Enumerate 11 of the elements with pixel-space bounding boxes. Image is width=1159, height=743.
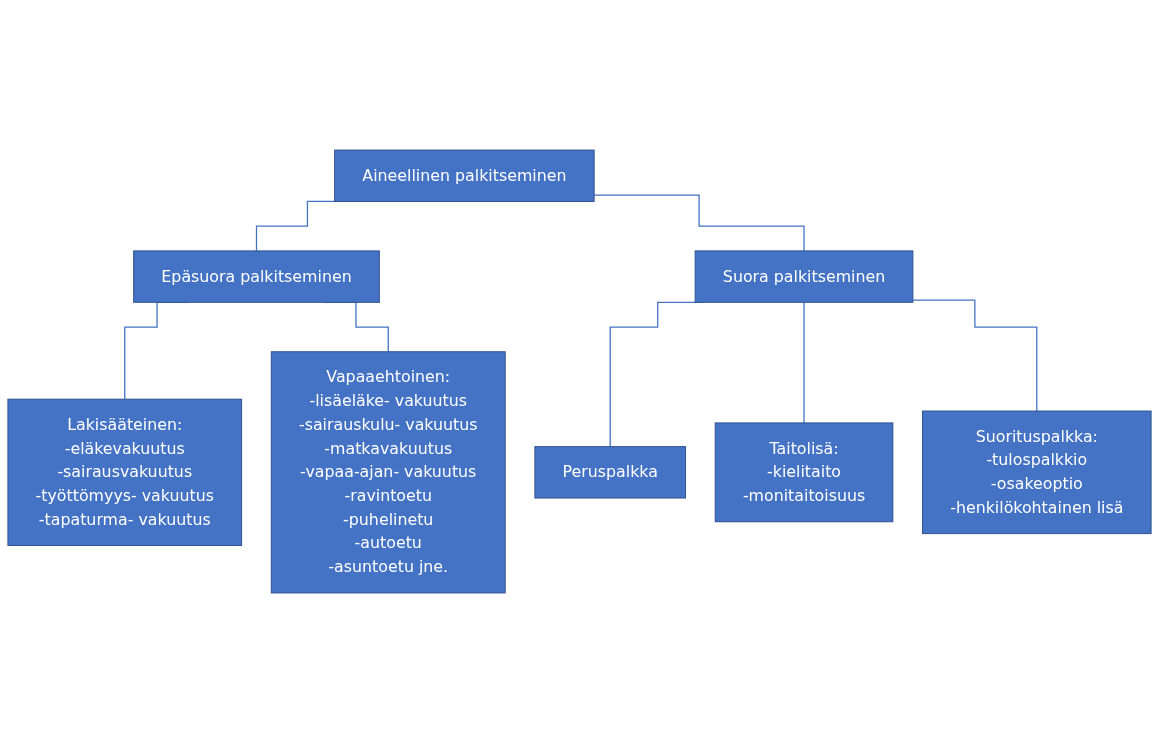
node-box: Peruspalkka [534,446,687,499]
node-box: Suorituspalkka: -tulospalkkio -osakeoptio -henkilökohtainen lisä [922,410,1152,535]
connector [912,299,1038,412]
node-box: Epäsuora palkitseminen [133,250,380,303]
node-box: Suora palkitseminen [694,250,914,303]
node-box: Aineellinen palkitseminen [334,149,595,202]
connector [593,194,805,252]
connector [803,301,805,424]
node-box: Taitolisä: -kielitaito -monitaitoisuus [714,422,894,523]
node-box: Vapaaehtoinen: -lisäeläke- vakuutus -sairauskulu- vakuutus -matkavakuutus -vapaa-ajan- vakuutus -ravintoetu -puhelinetu -autoetu -asuntoetu jne. [270,351,506,594]
node-box: Lakisääteinen: -eläkevakuutus -sairausvakuutus -työttömyys- vakuutus -tapaturma- vakuutus [7,398,243,546]
